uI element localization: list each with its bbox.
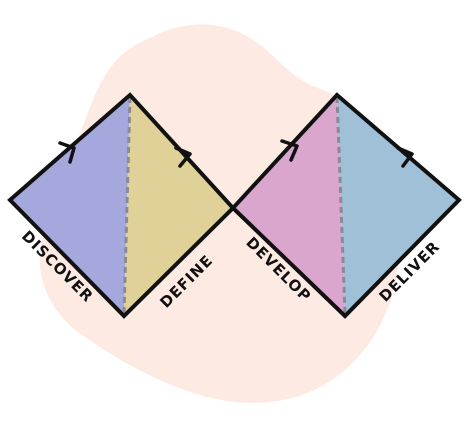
arrow-define-icon (174, 146, 192, 168)
left-diamond-outline (7, 92, 236, 319)
develop-region (233, 95, 345, 316)
right-diamond-divider (335, 96, 347, 315)
discover-region (10, 95, 130, 316)
arrow-develop-icon (280, 139, 299, 162)
deliver-region (337, 95, 459, 316)
right-diamond-outline (230, 92, 462, 319)
arrow-discover-icon (58, 141, 76, 164)
define-region (124, 95, 233, 316)
left-diamond-divider (122, 96, 132, 315)
arrow-deliver-icon (396, 146, 414, 168)
